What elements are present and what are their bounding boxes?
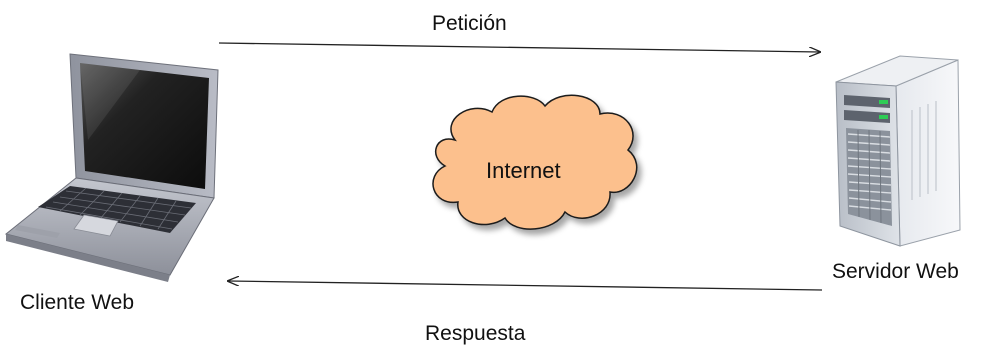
response-label: Respuesta	[425, 322, 526, 345]
internet-label: Internet	[486, 158, 561, 183]
cloud-icon	[432, 94, 638, 230]
response-arrow	[228, 281, 823, 291]
laptop-icon	[4, 53, 219, 282]
request-label: Petición	[432, 12, 507, 35]
server-tower-icon	[835, 55, 961, 247]
request-arrow	[218, 42, 820, 52]
client-label: Cliente Web	[20, 291, 135, 314]
server-label: Servidor Web	[832, 260, 959, 283]
